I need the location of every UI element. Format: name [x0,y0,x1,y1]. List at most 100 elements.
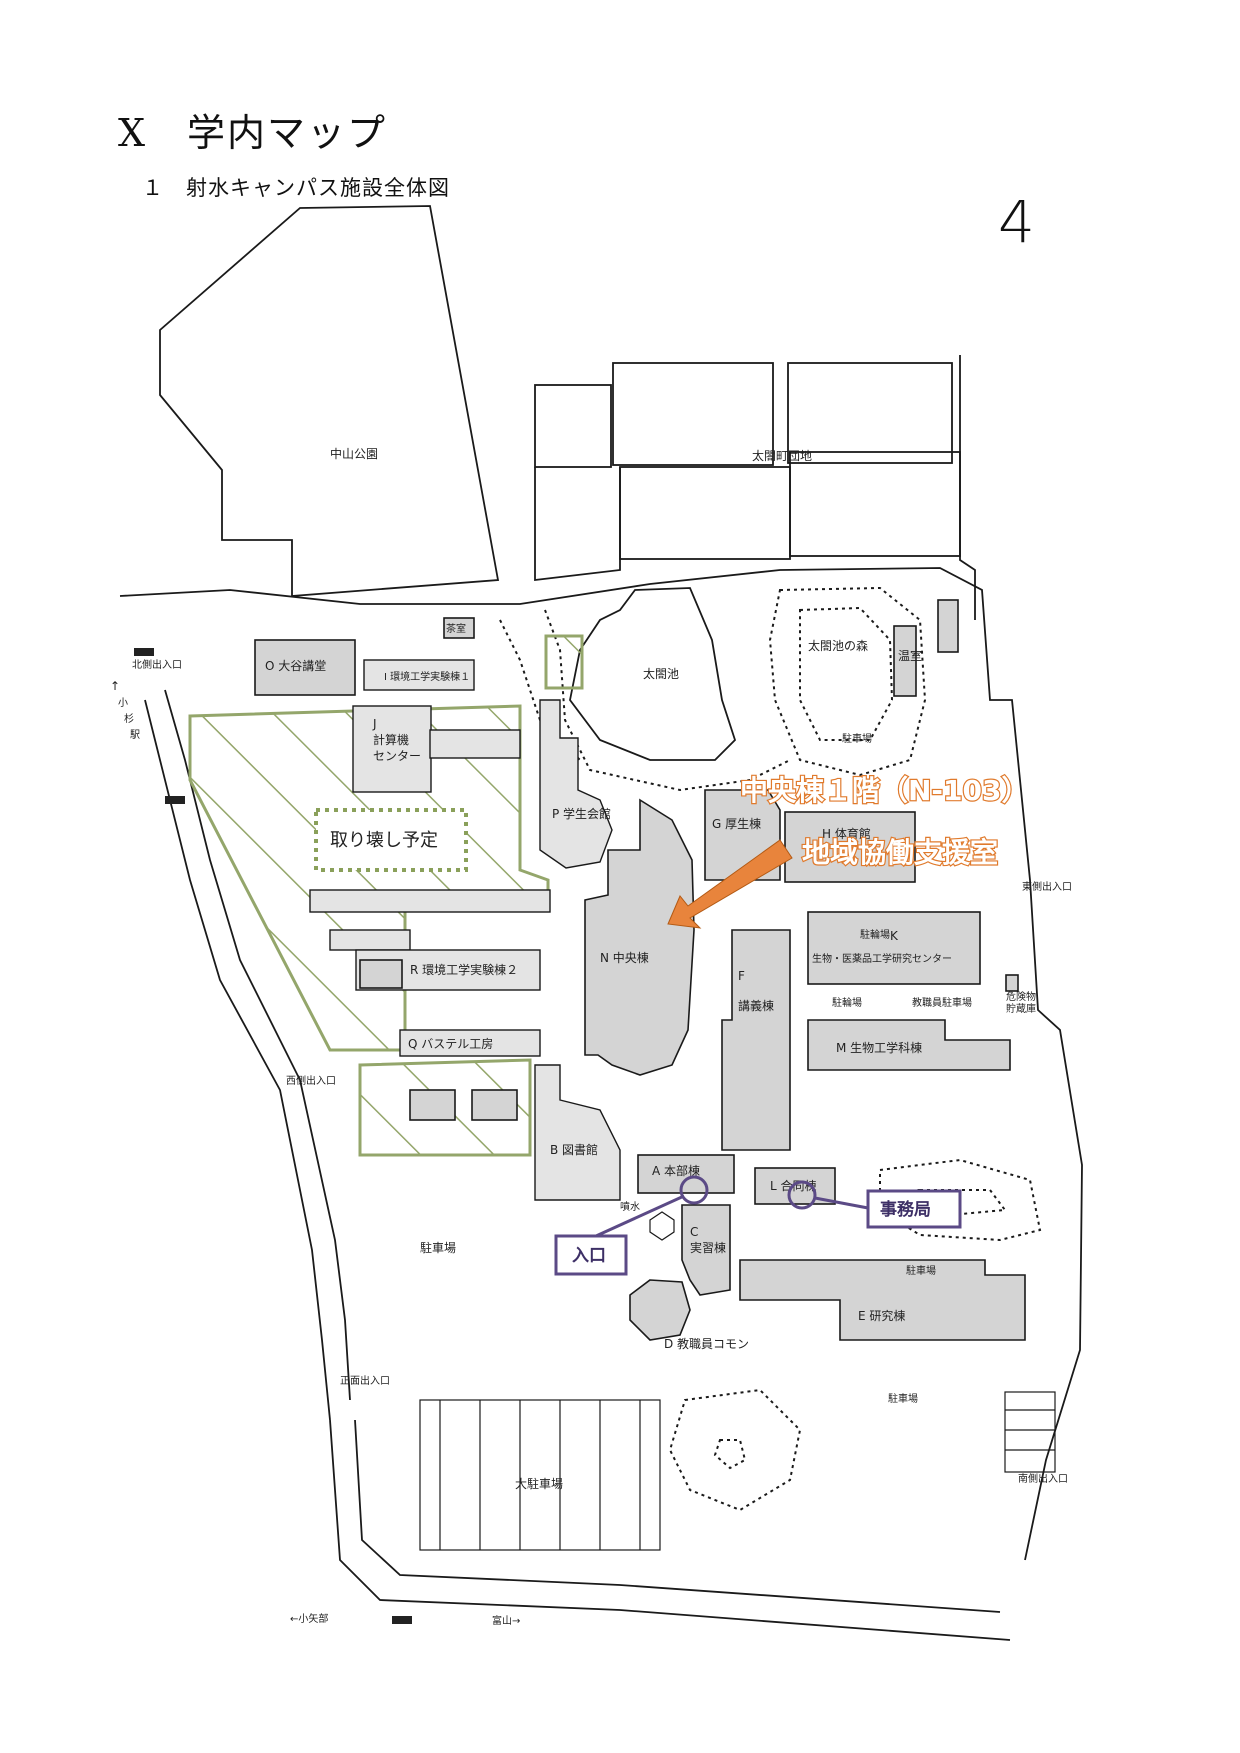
entrance-label-box [554,1234,628,1276]
building-J [352,705,432,793]
building-P [539,699,613,869]
west-road-2 [144,699,331,1421]
staff-parking-label: 教職員駐車場 [912,996,972,1009]
building-E-label: E 研究棟 [858,1308,905,1323]
building-N [584,798,695,1076]
building-H-label: H 体育館 [822,826,871,841]
office-label: 事務局 [880,1199,931,1220]
building-J-label-3: センター [373,749,421,763]
taiko-pond-label: 太閤池 [643,666,679,681]
entrance-label: 入口 [572,1246,606,1266]
building-I-label: I 環境工学実験棟１ [384,670,470,683]
building-C-label-1: C [690,1225,698,1239]
entrance-marker-circle [679,1175,709,1205]
building-K-label-1: K [890,929,899,943]
callout-central-floor: 中央棟１階（N-103） [740,774,1030,807]
gate-front-label: 正面出入口 [340,1374,390,1387]
building-D-label: D 教職員コモン [664,1336,749,1351]
building-K-label-2: 生物・医薬品工学研究センター [812,952,952,965]
demolish-zone-3 [544,634,584,690]
east-parking-label: 駐車場 [842,732,872,745]
gate-front-marker [392,1616,412,1624]
building-O [254,639,356,696]
building-D [629,1279,691,1341]
building-F-label-2: 講義棟 [738,998,774,1013]
kosugi-label-3: 駅 [130,729,140,741]
building-O-label: O 大谷講堂 [265,658,326,673]
greenhouse-label-1: 温室 [898,648,922,663]
bike-parking-label-2: 駐輪場 [860,928,890,941]
building-C-label-2: 実習棟 [690,1240,726,1255]
office-label-box [866,1189,962,1229]
hazard-store [1005,974,1019,992]
page-number: 4 [998,188,1035,256]
nakayama-park-label: 中山公園 [330,446,378,461]
tea-room-label: 茶室 [446,622,466,635]
building-P-label: P 学生会館 [552,806,611,821]
gate-east-label: 東側出入口 [1022,880,1072,893]
building-K [807,911,981,985]
campus-outer-boundary [119,567,1083,1561]
building-Q-label: Q バステル工房 [408,1036,493,1051]
building-J-label-2: 計算機 [373,732,409,747]
demolish-label-box [314,808,468,872]
page-subtitle: １ 射水キャンパス施設全体図 [142,176,450,200]
building-R-label: R 環境工学実験棟２ [410,962,518,977]
page-title: Ⅹ 学内マップ [118,111,388,155]
gate-north-label: 北側出入口 [132,658,182,671]
building-C [681,1204,731,1296]
big-parking-rows [419,1399,661,1551]
fountain-label: 噴水 [620,1201,640,1213]
entrance-pointer-line [595,1194,685,1238]
callout-orange-arrow [667,839,793,929]
south-garden-dotted [668,1388,802,1512]
kosugi-label-2: 杉 [124,712,134,725]
tea-room [443,617,475,639]
south-east-parking [1004,1391,1056,1473]
south-road-2 [354,1419,1001,1613]
e-parking-label: 駐車場 [906,1264,936,1277]
building-J-label-1: J [372,717,377,731]
taikoyama-housing [534,355,976,620]
bike-parking-label-1: 駐輪場 [832,996,862,1009]
taiko-pond [569,587,737,761]
building-I [363,659,475,691]
building-N-label: N 中央棟 [600,950,649,965]
kosugi-label-1: 小 [118,697,128,709]
south-garden-dotted-2 [713,1439,747,1470]
big-parking-label: 大駐車場 [515,1476,563,1491]
taiko-forest-dotted-2 [799,606,894,741]
building-A-label: A 本部棟 [652,1163,700,1178]
building-F-label-1: F [738,969,745,983]
south-east-parking-label: 駐車場 [888,1392,918,1405]
demolish-label: 取り壊し予定 [330,830,438,851]
fountain-icon [649,1211,675,1241]
hazard-label-1: 危険物 [1006,990,1036,1003]
koyabe-label: ←小矢部 [290,1612,328,1625]
building-M-label: M 生物工学科棟 [836,1040,922,1055]
building-B [534,1064,621,1201]
building-A [637,1154,735,1194]
building-F [721,929,791,1151]
main-parking-label: 駐車場 [420,1240,456,1255]
pond-dotted-path-2 [499,619,581,761]
office-pointer-line [814,1196,869,1210]
building-H [784,811,916,883]
taikoyama-label: 太閤町団地 [752,448,812,463]
gate-north-marker [134,648,154,656]
south-road [329,1419,1011,1641]
toyama-label: 富山→ [492,1614,520,1627]
kosugi-arrow: ↑ [110,679,120,693]
office-marker-circle [787,1180,817,1210]
building-M [807,1019,1011,1071]
building-B-label: B 図書館 [550,1142,598,1157]
building-G-label: G 厚生棟 [712,816,761,831]
nakayama-park-boundary [159,205,500,597]
hazard-label-2: 貯蔵庫 [1006,1002,1036,1015]
building-Q [399,1029,541,1057]
gate-west-label: 西側出入口 [286,1074,336,1087]
callout-office-name: 地域協働支援室 [802,836,998,869]
gate-south-label: 南側出入口 [1018,1472,1068,1485]
taiko-forest-label: 太閤池の森 [808,638,868,653]
